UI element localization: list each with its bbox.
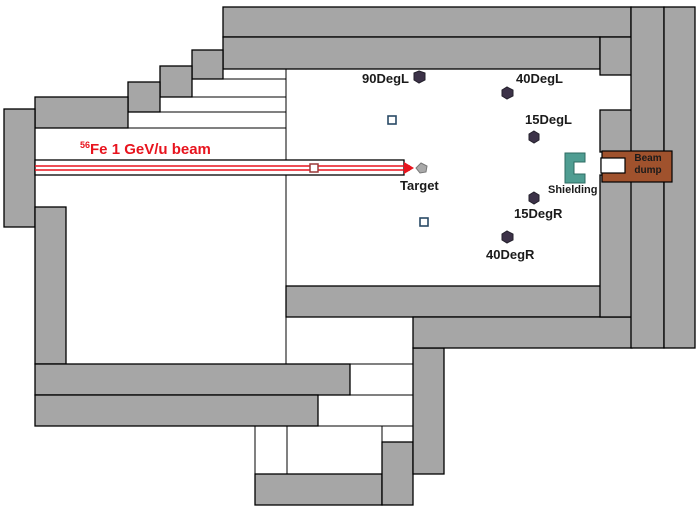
beam-text: Fe 1 GeV/u beam — [90, 141, 211, 158]
beam-isotope: 56 — [80, 140, 91, 150]
beam-label: 56Fe 1 GeV/u beam — [80, 140, 211, 158]
detector-90degl — [413, 70, 426, 84]
detector-15degl — [528, 130, 540, 144]
target-marker — [415, 162, 428, 174]
wall-block — [159, 65, 193, 98]
wall-block — [3, 108, 36, 228]
detector-label-15degl: 15DegL — [525, 112, 572, 127]
wall-block — [599, 174, 633, 318]
shielding-block — [564, 152, 586, 184]
beam-monitor — [309, 163, 319, 173]
wall-block — [599, 109, 633, 153]
detector-label-40degr: 40DegR — [486, 247, 535, 262]
open-outlines — [34, 68, 413, 474]
wall-block — [412, 347, 445, 475]
target-label: Target — [400, 178, 439, 193]
wall-block — [285, 285, 602, 318]
detector-label-40degl: 40DegL — [516, 71, 563, 86]
detector-label-90degl: 90DegL — [362, 71, 409, 86]
beam-dump-cavity — [600, 157, 626, 174]
beam-dump-label-line2: dump — [634, 164, 662, 176]
wall-block — [381, 441, 414, 506]
beam-dump-label-line1: Beam — [634, 153, 662, 164]
shielding-walls — [3, 6, 696, 506]
beamline — [34, 159, 428, 176]
beam-arrowhead — [404, 162, 414, 174]
wall-block — [599, 36, 633, 76]
marker-square — [387, 115, 397, 125]
wall-block — [222, 6, 632, 38]
shielding-label: Shielding — [548, 184, 598, 196]
detector-label-15degr: 15DegR — [514, 206, 563, 221]
marker-square — [419, 217, 429, 227]
detector-40degr — [501, 230, 514, 244]
wall-block — [34, 394, 319, 427]
beam-dump-label: Beam dump — [626, 153, 670, 176]
wall-block — [222, 36, 601, 70]
detector-15degr — [528, 191, 540, 205]
detectors — [413, 70, 540, 244]
wall-block — [34, 206, 67, 365]
detector-40degl — [501, 86, 514, 100]
